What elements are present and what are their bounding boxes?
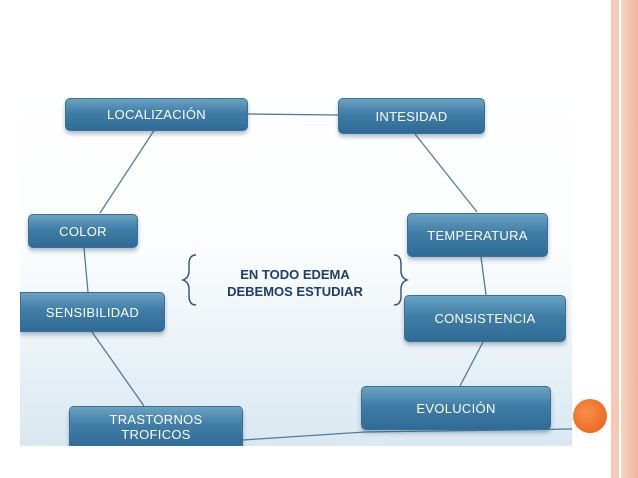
node-trastornos-label-line-2: TROFICOS [121, 427, 191, 442]
left-brace [180, 254, 197, 306]
node-trastornos-troficos: TRASTORNOS TROFICOS [69, 406, 243, 446]
connector-sensibilidad-trastornos [91, 331, 145, 407]
node-sensibilidad-label: SENSIBILIDAD [45, 304, 140, 320]
diagram-image: EN TODO EDEMA DEBEMOS ESTUDIAR LOCALIZAC… [20, 84, 572, 446]
center-label-line-2: DEBEMOS ESTUDIAR [227, 284, 363, 299]
connector-localizacion-intesidad [247, 113, 339, 116]
node-evolucion-label: EVOLUCIÓN [416, 400, 496, 416]
node-evolucion: EVOLUCIÓN [361, 386, 551, 430]
node-temperatura-label: TEMPERATURA [427, 227, 528, 243]
decorative-stripe-inner [611, 0, 619, 478]
node-color-label: COLOR [59, 223, 107, 239]
node-intesidad: INTESIDAD [338, 98, 485, 134]
node-localizacion: LOCALIZACIÓN [65, 98, 248, 131]
center-label-line-1: EN TODO EDEMA [240, 267, 350, 282]
node-sensibilidad: SENSIBILIDAD [20, 292, 165, 332]
connector-intesidad-temperatura [414, 133, 478, 213]
right-brace [393, 254, 410, 306]
node-consistencia-label: CONSISTENCIA [434, 311, 536, 326]
connector-color-sensibilidad [83, 247, 89, 293]
node-temperatura: TEMPERATURA [407, 213, 548, 257]
connector-trastornos-evolucion [242, 431, 366, 441]
node-color: COLOR [28, 214, 138, 248]
decorative-stripe-outer [621, 0, 638, 478]
accent-dot [573, 399, 607, 433]
node-intesidad-label: INTESIDAD [375, 108, 448, 124]
node-consistencia: CONSISTENCIA [404, 295, 566, 342]
connector-localizacion-color [99, 128, 156, 214]
connector-consistencia-evolucion [459, 341, 484, 387]
node-localizacion-label: LOCALIZACIÓN [107, 107, 206, 122]
node-trastornos-label-line-1: TRASTORNOS [109, 412, 203, 427]
connector-temperatura-consistencia [480, 256, 487, 296]
center-label: EN TODO EDEMA DEBEMOS ESTUDIAR [201, 265, 389, 301]
